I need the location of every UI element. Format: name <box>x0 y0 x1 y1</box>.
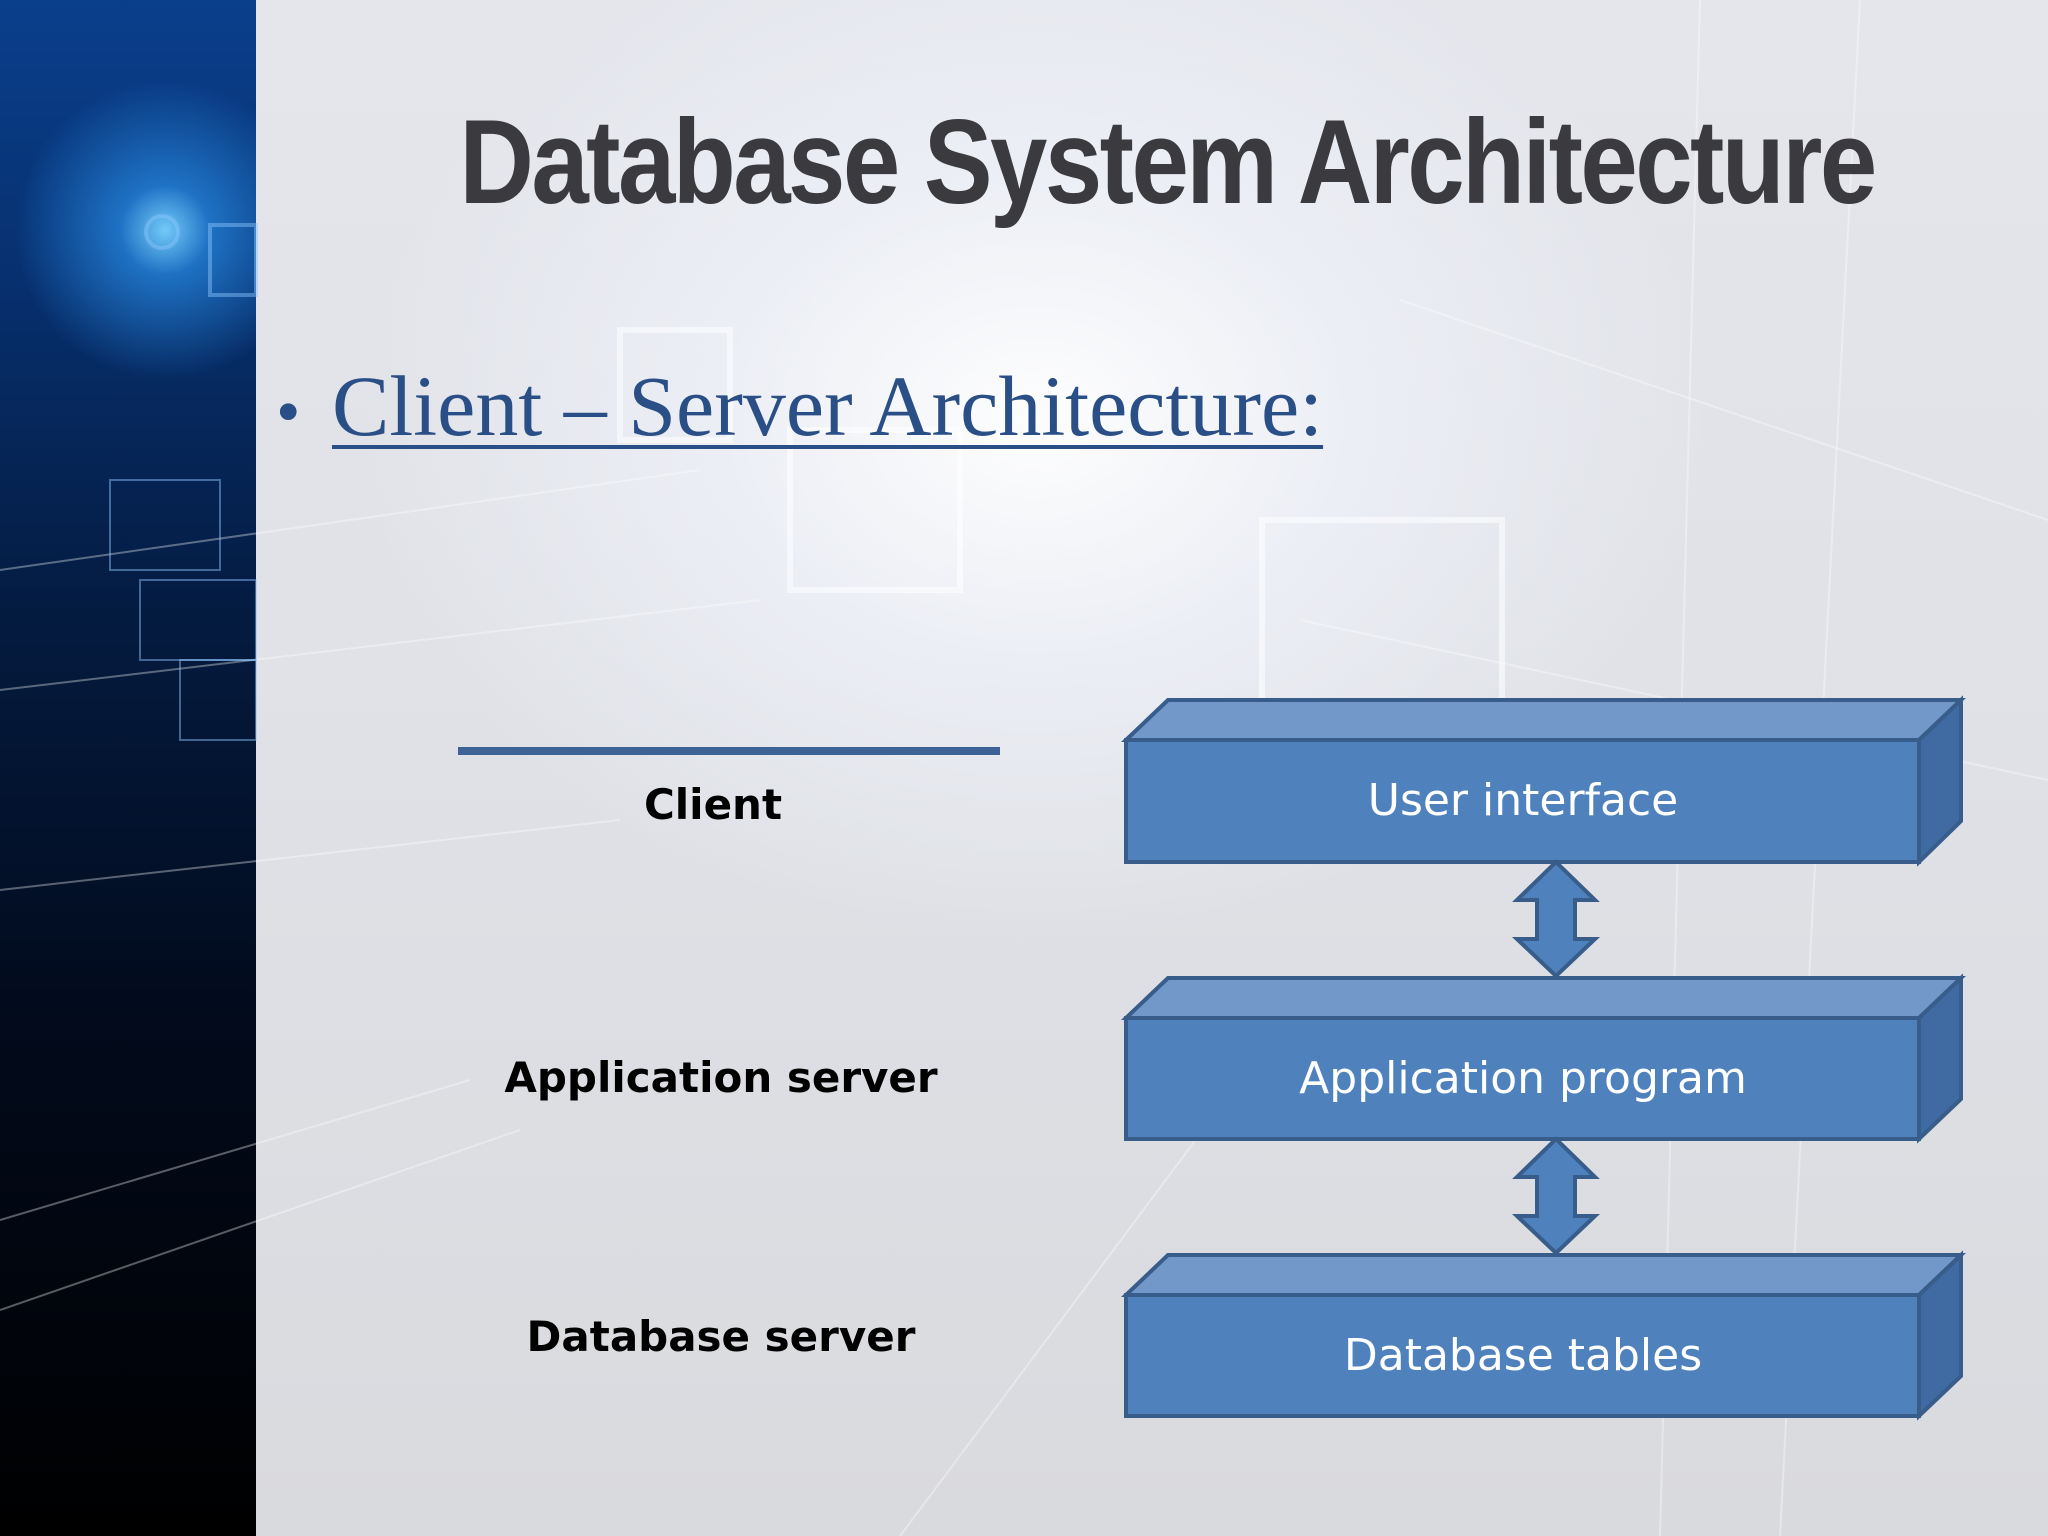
box-application-program <box>1121 973 1966 1144</box>
double-arrow-1 <box>1511 859 1601 979</box>
bullet-point: • Client – Server Architecture: <box>276 356 1323 463</box>
box-database-tables <box>1121 1250 1966 1421</box>
box-label-application-program: Application program <box>1299 1053 1747 1104</box>
tier-label-database-server: Database server <box>526 1312 916 1361</box>
client-separator-line <box>458 747 1000 755</box>
box-user-interface <box>1121 695 1966 867</box>
box-label-database-tables: Database tables <box>1343 1330 1703 1381</box>
tier-label-application-server: Application server <box>504 1053 938 1102</box>
double-arrow-2 <box>1511 1136 1601 1256</box>
bullet-marker: • <box>276 374 301 451</box>
box-label-user-interface: User interface <box>1367 775 1679 826</box>
bullet-text: Client – Server Architecture: <box>332 358 1324 454</box>
tier-label-client: Client <box>643 780 783 829</box>
left-decorative-strip <box>0 0 256 1536</box>
slide-title: Database System Architecture <box>459 95 1877 229</box>
